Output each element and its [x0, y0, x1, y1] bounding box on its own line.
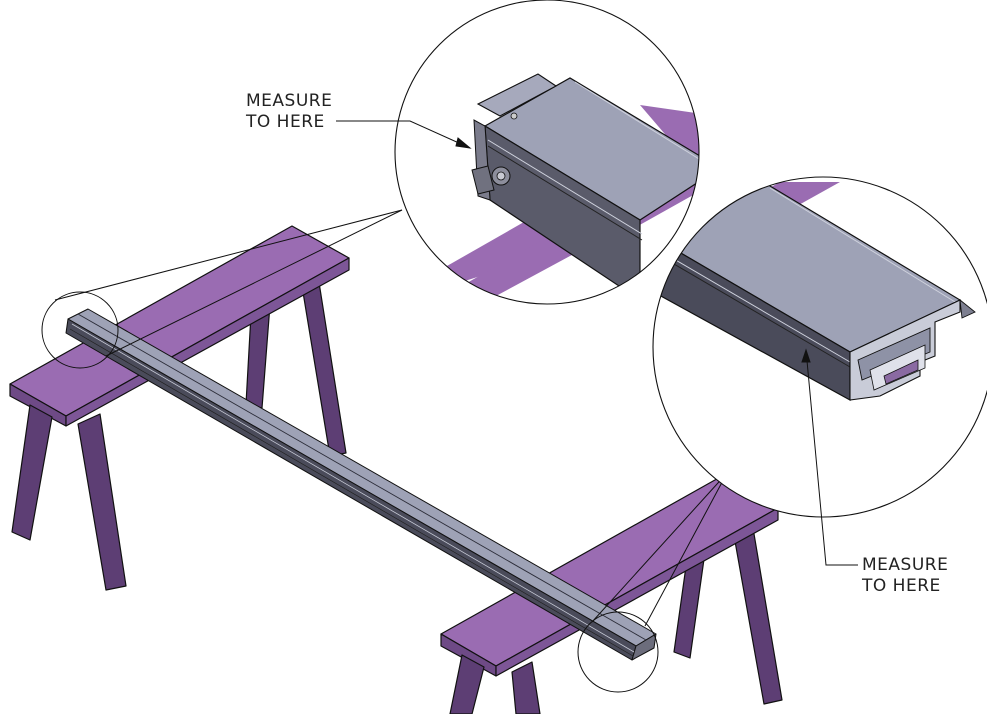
- detail-circle-large-2: [652, 176, 987, 518]
- sawhorse-left-leg-front-right: [77, 413, 127, 591]
- connector-line-left-1: [54, 209, 403, 301]
- callout-left-line1: MEASURE: [246, 91, 332, 111]
- callout-right-line2: TO HERE: [861, 576, 941, 596]
- sawhorse-right-leg-front-right: [511, 661, 541, 714]
- sawhorse-left: [9, 225, 350, 591]
- connector-line-right-2: [591, 472, 728, 623]
- sawhorse-right-right-edge: [495, 507, 779, 677]
- connector-line-left-2: [105, 209, 403, 357]
- sawhorse-left-leg-front-left: [11, 404, 53, 541]
- detail-view-beam-end-2: [653, 177, 987, 517]
- sawhorse-right-leg-front-left: [449, 654, 485, 714]
- sawhorse-left-leg-back-right: [300, 275, 347, 457]
- sawhorse-right: [440, 475, 783, 714]
- detail-circle-small-right: [577, 611, 659, 693]
- callout-right-line1: MEASURE: [862, 555, 948, 575]
- leader-arrow-right: [801, 348, 858, 566]
- callout-left-line2: TO HERE: [245, 112, 325, 132]
- sawhorse-right-leg-back-right: [732, 521, 783, 705]
- detail-circle-large-1: [394, 0, 700, 305]
- leader-arrow-left: [336, 120, 472, 149]
- beam-end-face: [631, 633, 657, 661]
- detail-circle-small-left: [41, 291, 119, 369]
- extrusion-beam: [65, 308, 657, 661]
- sawhorse-left-right-edge: [65, 257, 350, 427]
- connector-line-right-1: [644, 472, 728, 627]
